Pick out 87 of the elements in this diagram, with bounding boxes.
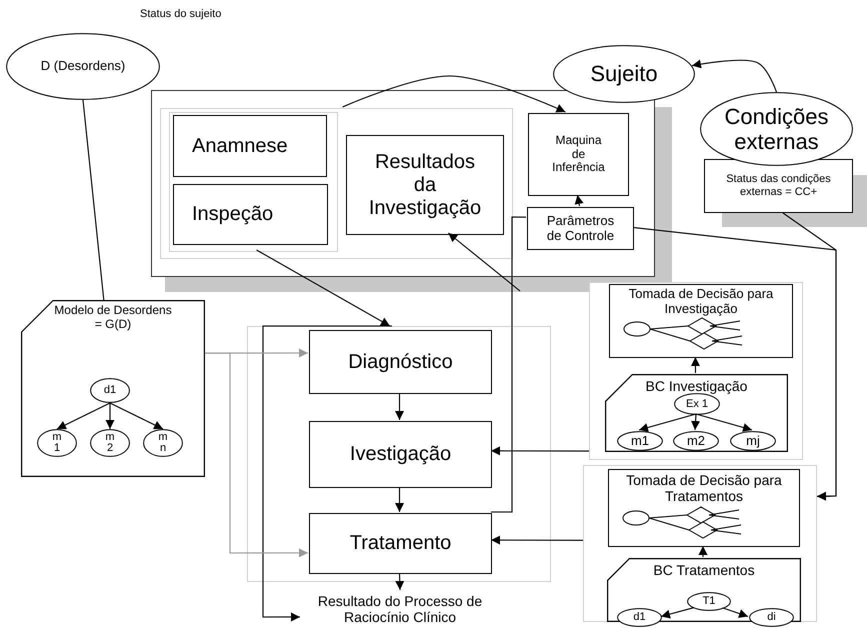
node-label: Resultados da Investigação [368, 150, 482, 220]
node-label: Parâmetros de Controle [546, 214, 616, 244]
node-label: Anamnese [192, 134, 288, 158]
process-box [173, 184, 328, 245]
node-label: m 1 [52, 432, 62, 454]
result-label: Resultado do Processo de Raciocínio Clínico [300, 590, 500, 628]
node-label: T1 [702, 595, 716, 608]
process-box [704, 159, 853, 213]
process-box [173, 115, 327, 177]
connector-line [491, 216, 526, 513]
ellipse-node [687, 592, 731, 611]
ellipse-node [553, 45, 695, 103]
arrow [698, 546, 708, 557]
cut-corner-box [21, 300, 205, 477]
node-label: Tomada de Decisão para Investigação [628, 287, 774, 317]
ellipse-node [730, 431, 776, 451]
arrow [256, 250, 390, 326]
node-label: mj [746, 434, 760, 448]
process-box [346, 135, 504, 235]
node-label: m2 [686, 434, 706, 448]
ellipse-node [674, 393, 720, 415]
arrow [56, 402, 110, 430]
arrow [696, 413, 752, 432]
node-label: Sujeito [590, 61, 658, 87]
node-label: Modelo de Desordens = G(D) [53, 304, 173, 332]
node-label: Tratamento [350, 532, 452, 555]
arrow [491, 446, 589, 456]
arrow [491, 536, 583, 545]
ellipse-node [617, 431, 663, 451]
process-box [309, 513, 492, 574]
node-label: d1 [104, 384, 116, 397]
ellipse-node [90, 378, 130, 403]
node-label: Ex 1 [686, 398, 708, 410]
node-label: m n [158, 432, 168, 454]
arrow [574, 194, 584, 206]
node-label: di [767, 611, 776, 624]
arrow [722, 607, 748, 618]
node-label: Diagnóstico [348, 350, 453, 374]
ellipse-node [37, 429, 77, 457]
arrow [660, 607, 694, 618]
node-label: m 2 [105, 432, 115, 454]
panel-frame [151, 90, 655, 277]
arrow [692, 60, 778, 92]
arrow [395, 487, 404, 512]
node-label: Tomada de Decisão para Tratamentos [625, 472, 783, 504]
arrow [632, 226, 837, 501]
node-label: BC Investigação [646, 378, 748, 394]
group-frame [589, 282, 803, 460]
node-label: Ivestigação [350, 443, 452, 466]
process-box [527, 207, 634, 250]
arrow [690, 357, 700, 373]
node-label: Inspeção [192, 203, 274, 226]
node-label: D (Desordens) [40, 59, 126, 74]
arrow [110, 402, 164, 430]
group-frame [169, 112, 338, 252]
cut-corner-box [605, 374, 788, 452]
node-label: d1 [633, 611, 646, 624]
group-frame [160, 108, 513, 259]
node-label: Status das condições externas = CC+ [725, 173, 832, 199]
process-box [609, 284, 793, 358]
ellipse-node [6, 33, 160, 100]
heading-label: Status do sujeito [140, 8, 222, 20]
arrow [395, 393, 404, 420]
ellipse-node [143, 429, 183, 457]
arrow [205, 352, 308, 558]
arrow [448, 232, 520, 292]
node-label: BC Tratamentos [653, 562, 755, 578]
group-frame [247, 326, 551, 582]
node-label: m1 [630, 434, 650, 448]
arrow [691, 414, 700, 430]
ellipse-node [700, 92, 853, 166]
ellipse-node [617, 608, 662, 627]
arrow [395, 572, 404, 590]
process-box [309, 330, 492, 394]
connector-line [82, 100, 104, 300]
process-box [309, 421, 492, 488]
node-label: Maquina de Inferência [551, 134, 606, 176]
ellipse-node [90, 429, 130, 457]
arrow [638, 413, 696, 432]
ellipse-node [673, 431, 719, 451]
arrow [106, 403, 114, 429]
node-label: Condições externas [724, 104, 830, 154]
arrow [262, 325, 392, 622]
ellipse-node [749, 608, 794, 627]
process-box [528, 113, 629, 196]
arrow [342, 75, 566, 112]
process-box [608, 469, 800, 547]
